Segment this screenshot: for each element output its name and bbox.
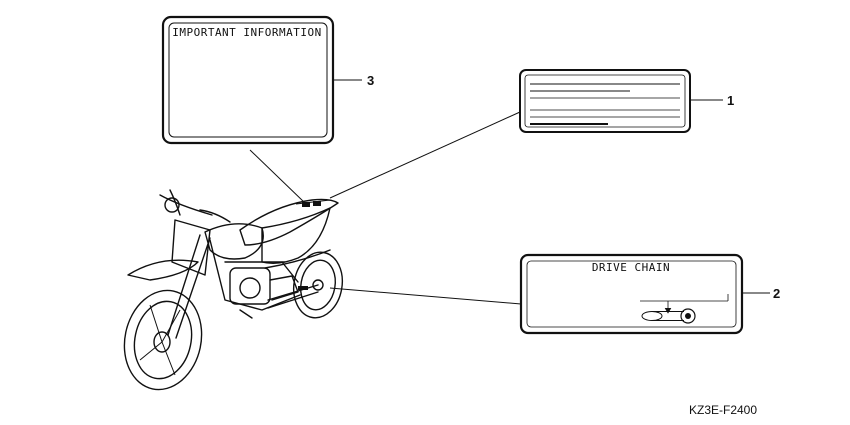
label-important-information: IMPORTANT INFORMATION (161, 15, 335, 145)
drive-chain-label-title: DRIVE CHAIN (592, 261, 670, 274)
callout-number-2: 2 (773, 286, 780, 301)
label-generic (519, 69, 691, 133)
callout-number-1: 1 (727, 93, 734, 108)
important-label-title: IMPORTANT INFORMATION (172, 26, 322, 39)
leader-line-2 (329, 287, 522, 305)
chain-adjust-icon (640, 294, 729, 324)
leader-line-1 (329, 111, 521, 199)
motorcycle-illustration (123, 189, 344, 391)
label-drive-chain: DRIVE CHAIN (519, 253, 744, 335)
diagram-code: KZ3E-F2400 (689, 403, 757, 417)
callout-number-3: 3 (367, 73, 374, 88)
leader-line-3 (249, 149, 306, 204)
